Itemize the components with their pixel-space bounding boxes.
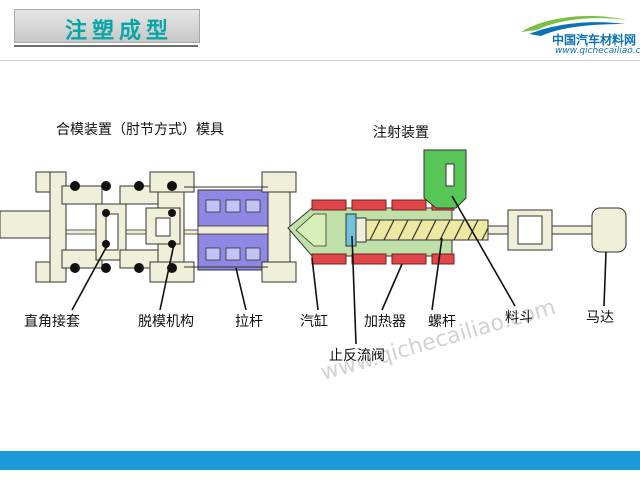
tie-bars [184, 186, 268, 268]
logo-name: 中国汽车材料网 [552, 33, 637, 47]
title-underline [14, 45, 198, 47]
linkage-pins [70, 181, 177, 273]
label-check-valve: 止反流阀 [329, 348, 385, 364]
label-right-angle-sleeve: 直角接套 [24, 313, 80, 330]
label-clamping-unit: 合模装置（肘节方式）模具 [56, 122, 224, 138]
bottom-bar [0, 451, 640, 470]
logo-url: www.qichecailiao.com [555, 46, 640, 56]
label-hopper: 料斗 [505, 310, 533, 326]
label-heater: 加热器 [364, 314, 406, 330]
label-cylinder: 汽缸 [300, 313, 328, 330]
label-ejector-mechanism: 脱模机构 [138, 314, 194, 330]
label-screw: 螺杆 [428, 314, 456, 330]
title-bar: 注塑成型 [14, 9, 200, 44]
drive-unit [507, 207, 627, 253]
header-divider [0, 60, 640, 61]
page-title: 注塑成型 [65, 19, 174, 44]
screw [365, 219, 511, 241]
mold [197, 189, 271, 271]
hopper [423, 149, 467, 209]
label-tie-bar: 拉杆 [235, 314, 263, 330]
stationary-platen [261, 171, 297, 283]
label-motor: 马达 [586, 310, 614, 326]
check-valve [345, 213, 367, 247]
label-injection-unit: 注射装置 [373, 125, 429, 141]
leader-lines [71, 195, 607, 345]
logo-swoosh-icon [521, 16, 627, 36]
